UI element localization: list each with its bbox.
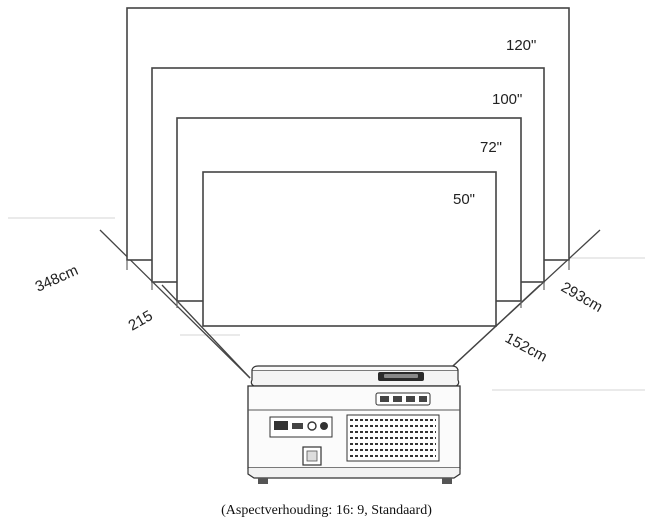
vent-grille (346, 414, 440, 462)
screen-50 (202, 171, 497, 327)
av-port-icon (307, 421, 317, 431)
screen-label-50: 50" (453, 191, 475, 208)
screen-label-72: 72" (480, 139, 502, 156)
control-buttons (375, 392, 431, 406)
distance-label-left-inner: 215 (126, 307, 156, 334)
distance-label-right-outer: 293cm (558, 279, 605, 316)
hdmi-port-icon (274, 421, 288, 430)
audio-port-icon (320, 422, 328, 430)
projection-size-diagram: 120" 100" 72" 50" 348cm 215 293cm 152cm (8, 7, 645, 484)
input-ports (269, 416, 333, 438)
screen-label-100: 100" (492, 91, 522, 108)
usb-port-icon (292, 423, 303, 429)
distance-label-right-inner: 152cm (502, 330, 550, 366)
screen-label-120: 120" (506, 37, 536, 54)
distance-label-left-outer: 348cm (33, 262, 81, 296)
floor-guides (8, 217, 645, 391)
caption: (Aspectverhouding: 16: 9, Standaard) (221, 503, 432, 518)
projector (247, 365, 461, 484)
